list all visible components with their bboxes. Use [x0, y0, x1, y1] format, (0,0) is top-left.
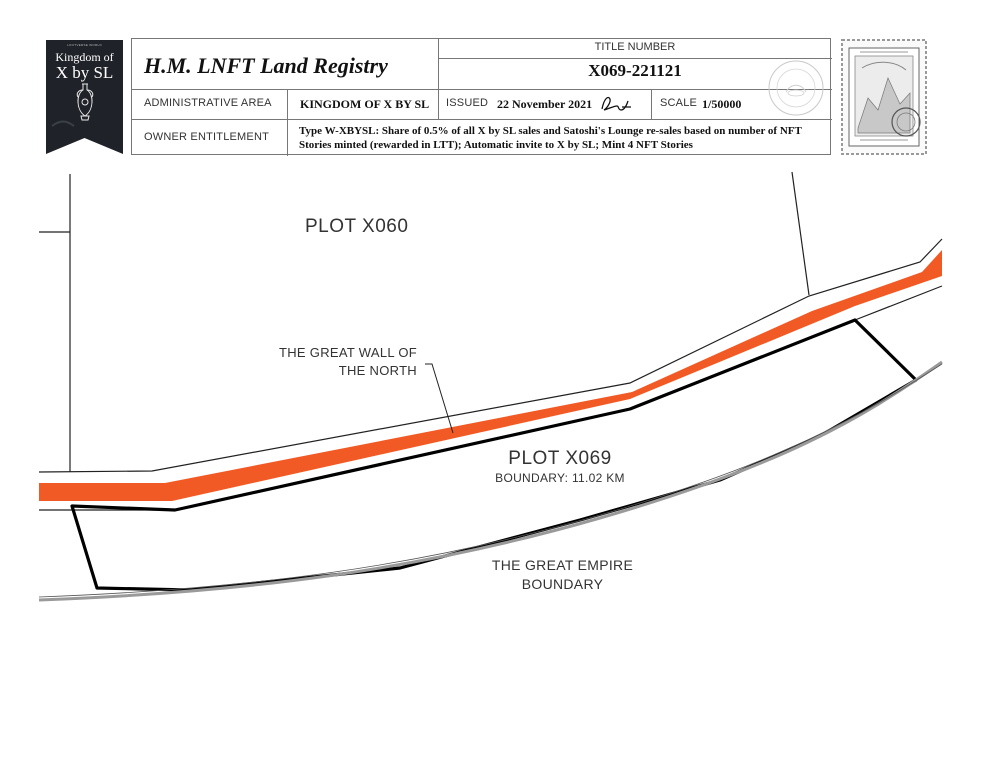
- registry-header-table: H.M. LNFT Land Registry TITLE NUMBER X06…: [131, 38, 832, 156]
- title-number: X069-221121: [588, 61, 682, 80]
- kingdom-badge: LOOTVERSE WORLD Kingdom of X by SL: [46, 40, 123, 154]
- empire-label-line2: BOUNDARY: [521, 576, 604, 592]
- divider: [287, 89, 288, 156]
- great-wall-label-line2: THE NORTH: [338, 363, 417, 378]
- badge-small-text: LOOTVERSE WORLD: [67, 43, 102, 47]
- admin-area-value: KINGDOM OF X BY SL: [300, 97, 430, 111]
- plot-x060-east-boundary: [791, 171, 810, 296]
- owner-entitlement-label: OWNER ENTITLEMENT: [144, 131, 270, 143]
- scale-value: 1/50000: [702, 97, 742, 111]
- empire-label-line1: THE GREAT EMPIRE: [491, 557, 634, 573]
- owner-entitlement-value: Type W-XBYSL: Share of 0.5% of all X by …: [299, 125, 802, 151]
- divider: [651, 89, 652, 119]
- badge-title-line1: Kingdom of: [55, 50, 114, 64]
- issued-value: 22 November 2021: [497, 97, 593, 111]
- empire-boundary-shadow: [38, 360, 943, 602]
- divider: [132, 89, 832, 90]
- issued-label: ISSUED: [446, 97, 489, 109]
- postage-stamp-icon: [841, 39, 927, 155]
- empire-boundary-line: [38, 363, 943, 598]
- wall-leader-line: [425, 363, 454, 434]
- scale-label: SCALE: [660, 97, 698, 109]
- plot-x069-label: PLOT X069: [508, 448, 612, 469]
- signature-icon: [601, 96, 631, 111]
- plot-x060-label: PLOT X060: [305, 216, 409, 237]
- divider: [438, 39, 439, 119]
- boundary-length-label: BOUNDARY: 11.02 KM: [495, 471, 625, 485]
- great-wall-label: THE GREAT WALL OF THE NORTH: [255, 344, 417, 380]
- registry-seal-icon: [768, 60, 824, 116]
- wall-north-edge: [38, 238, 943, 473]
- divider: [438, 58, 832, 59]
- great-empire-boundary-label: THE GREAT EMPIRE BOUNDARY: [490, 556, 635, 594]
- title-number-label: TITLE NUMBER: [594, 41, 676, 53]
- registry-title: H.M. LNFT Land Registry: [144, 53, 388, 78]
- admin-area-label: ADMINISTRATIVE AREA: [144, 97, 272, 109]
- amphora-icon: [76, 83, 94, 121]
- great-wall-label-line1: THE GREAT WALL OF: [278, 345, 417, 360]
- divider: [132, 119, 832, 120]
- badge-title-line2: X by SL: [55, 63, 114, 82]
